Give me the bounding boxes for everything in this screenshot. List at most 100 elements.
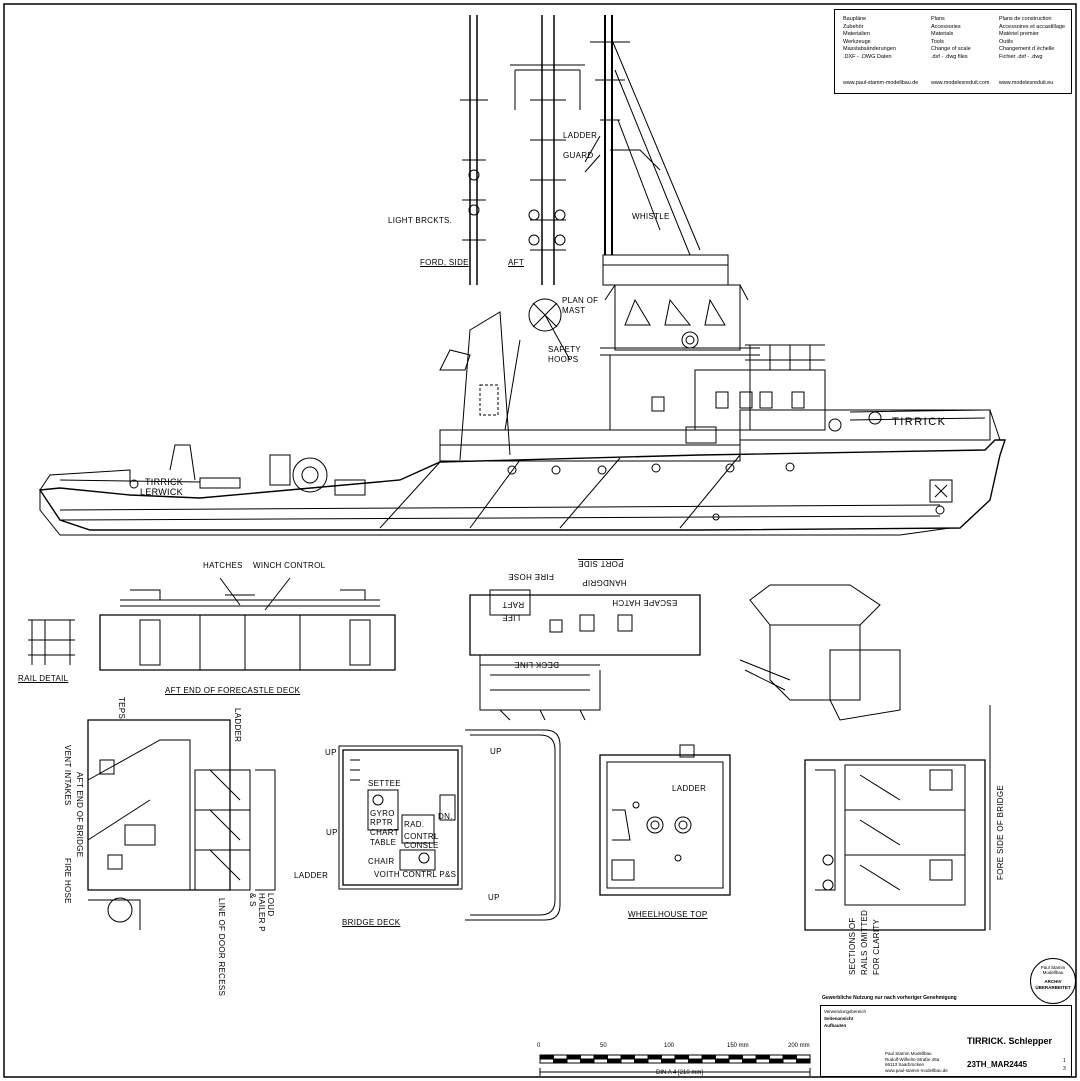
label-whistle: WHISTLE [632,212,670,221]
legend-item: Accessoires et accastillage [999,23,1066,30]
legend-item: Werkzeuge [843,38,871,45]
label-light-brckts: LIGHT BRCKTS. [388,216,453,225]
hull-port-stern: LERWICK [140,487,183,497]
label-life-raft-2: LIFE [502,613,521,622]
legend-col-de: Baupläne Zubehör Materialien Werkzeuge M… [843,16,896,62]
label-aft: AFT [508,258,525,267]
label-rails-omitted-1: SECTIONS OF [848,917,857,975]
label-port-side: PORT SIDE [578,559,624,568]
scale-format: DIN A 4 [210 mm] [656,1070,704,1076]
label-rail-detail: RAIL DETAIL [18,674,69,683]
label-up-2: UP [325,748,337,757]
label-ford-side: FORD, SIDE [420,258,469,267]
label-ladder-mast: LADDER [563,131,598,140]
rail-detail [28,619,75,665]
label-guard: GUARD [563,151,594,160]
legend-item: Changement d´échelle [999,46,1055,53]
label-up-3: UP [326,828,338,837]
label-life-raft-1: RAFT [502,600,525,609]
label-deck-line: DECK LINE [514,660,559,669]
usage-note: Gewerbliche Nutzung nur nach vorheriger … [822,995,957,1001]
title-block: Verwendungsbereich Seitenansicht Aufbaut… [820,1005,1072,1077]
legend-item: .dxf - .dwg files [931,53,968,60]
scale-tick: 0 [537,1043,541,1049]
label-dn: DN. [438,812,453,821]
aft-bridge-view [87,719,276,930]
scale-tick: 100 [664,1043,675,1049]
label-bridge-deck: BRIDGE DECK [342,918,401,927]
scale-tick: 150 mm [727,1043,749,1049]
legend-item: Zubehör [843,23,864,30]
legend-item: Masstabsänderungen [843,46,896,53]
label-aft-end-forecastle: AFT END OF FORECASTLE DECK [165,686,301,695]
legend-item: Baupläne [843,16,867,22]
label-contrl-2: CONSLE [404,841,439,850]
legend-item: Outils [999,38,1014,45]
deckhouse-view [469,589,701,721]
label-gyro: GYRO [370,809,395,818]
hull-name-stern: TIRRICK [145,477,184,487]
label-settee: SETTEE [368,779,401,788]
legend-col-en: Plans Accessories Materials Tools Change… [931,16,971,62]
label-chair: CHAIR [368,857,395,866]
legend-item: Tools [931,38,944,45]
tb-maker-line: www.paul-stamm-modellbau.de [885,1067,948,1073]
label-aft-end-bridge: AFT END OF BRIDGE [75,772,84,858]
label-fire-hose-top: FIRE HOSE [508,572,554,581]
legend-item: Accessories [931,23,961,30]
label-teps: TEPS [117,697,126,720]
legend-item: .DXF - .DWG Daten [843,53,892,60]
drawing-code: 23TH_MAR2445 [967,1060,1028,1069]
tb-maker-line: Rudolf-Wilhelm-Straße 45a [885,1056,940,1062]
sheet-number: 1 [1063,1058,1066,1064]
label-ladder-left: LADDER [233,708,242,743]
legend-item: Materialien [843,31,870,38]
label-loud-hailer: LOUD HAILER P & S [248,893,275,932]
legend-item: Plans de construction [999,16,1052,22]
legend-web-fr[interactable]: www.modelesreduit.eu [999,80,1054,86]
label-rptr: RPTR [370,818,393,827]
label-rails-omitted-3: FOR CLARITY [872,918,881,975]
scale-tick: 200 mm [788,1043,810,1049]
label-line-door-recess: LINE OF DOOR RECESS [217,898,226,997]
label-winch-control: WINCH CONTROL [253,561,326,570]
fore-bridge-view [804,705,991,931]
label-wheelhouse-top: WHEELHOUSE TOP [628,910,708,919]
tb-maker-line: Paul Stamm Modellbau [885,1051,932,1056]
label-up-4: UP [488,893,500,902]
legend-item: Plans [931,16,945,22]
legend-item: Change of scale [931,46,971,53]
legend-item: Fichier .dxf - .dwg [999,53,1043,60]
legend-web-en[interactable]: www.modelesreduit.com [931,80,990,86]
label-voith: VOITH CONTRL P&S [374,870,457,879]
sheet-total: 3 [1063,1066,1066,1072]
label-chart-table-1: CHART [370,828,399,837]
perspective-sketch [739,584,901,721]
tb-office: Seitenansicht [824,1016,854,1021]
stamp-line: ÜBERARBEITET [1035,985,1071,990]
label-up-1: UP [490,747,502,756]
hull-name-bow: TIRRICK [892,416,947,428]
label-rails-omitted-2: RAILS OMITTED [860,909,869,975]
tb-office: Aufbauten [824,1023,847,1028]
mast-details [460,15,585,285]
label-rad: RAD. [404,820,425,829]
label-handgrip: HANDGRIP [582,578,627,587]
label-fire-hose-left: FIRE HOSE [63,858,72,904]
stamp-line: Paul Stamm Modellbau [1040,965,1066,975]
label-fore-side-bridge: FORE SIDE OF BRIDGE [996,784,1005,880]
scale-bar [539,1054,811,1076]
legend-box: Baupläne Zubehör Materialien Werkzeuge M… [834,9,1072,94]
label-contrl-1: CONTRL [404,832,439,841]
label-escape-hatch: ESCAPE HATCH [612,598,678,607]
scale-tick: 50 [600,1043,607,1049]
archive-stamp: Paul Stamm Modellbau ARCHIV ÜBERARBEITET [1030,958,1076,1004]
side-elevation [38,15,1006,536]
label-safety-hoops: SAFETY HOOPS [548,345,581,364]
tb-maker-line: 66113 Saarbrücken [885,1062,924,1067]
label-chart-table-2: TABLE [370,838,397,847]
tb-office: Verwendungsbereich [824,1009,867,1014]
legend-web-de[interactable]: www.paul-stamm-modellbau.de [843,80,919,86]
legend-item: Matériel premier [999,31,1039,38]
